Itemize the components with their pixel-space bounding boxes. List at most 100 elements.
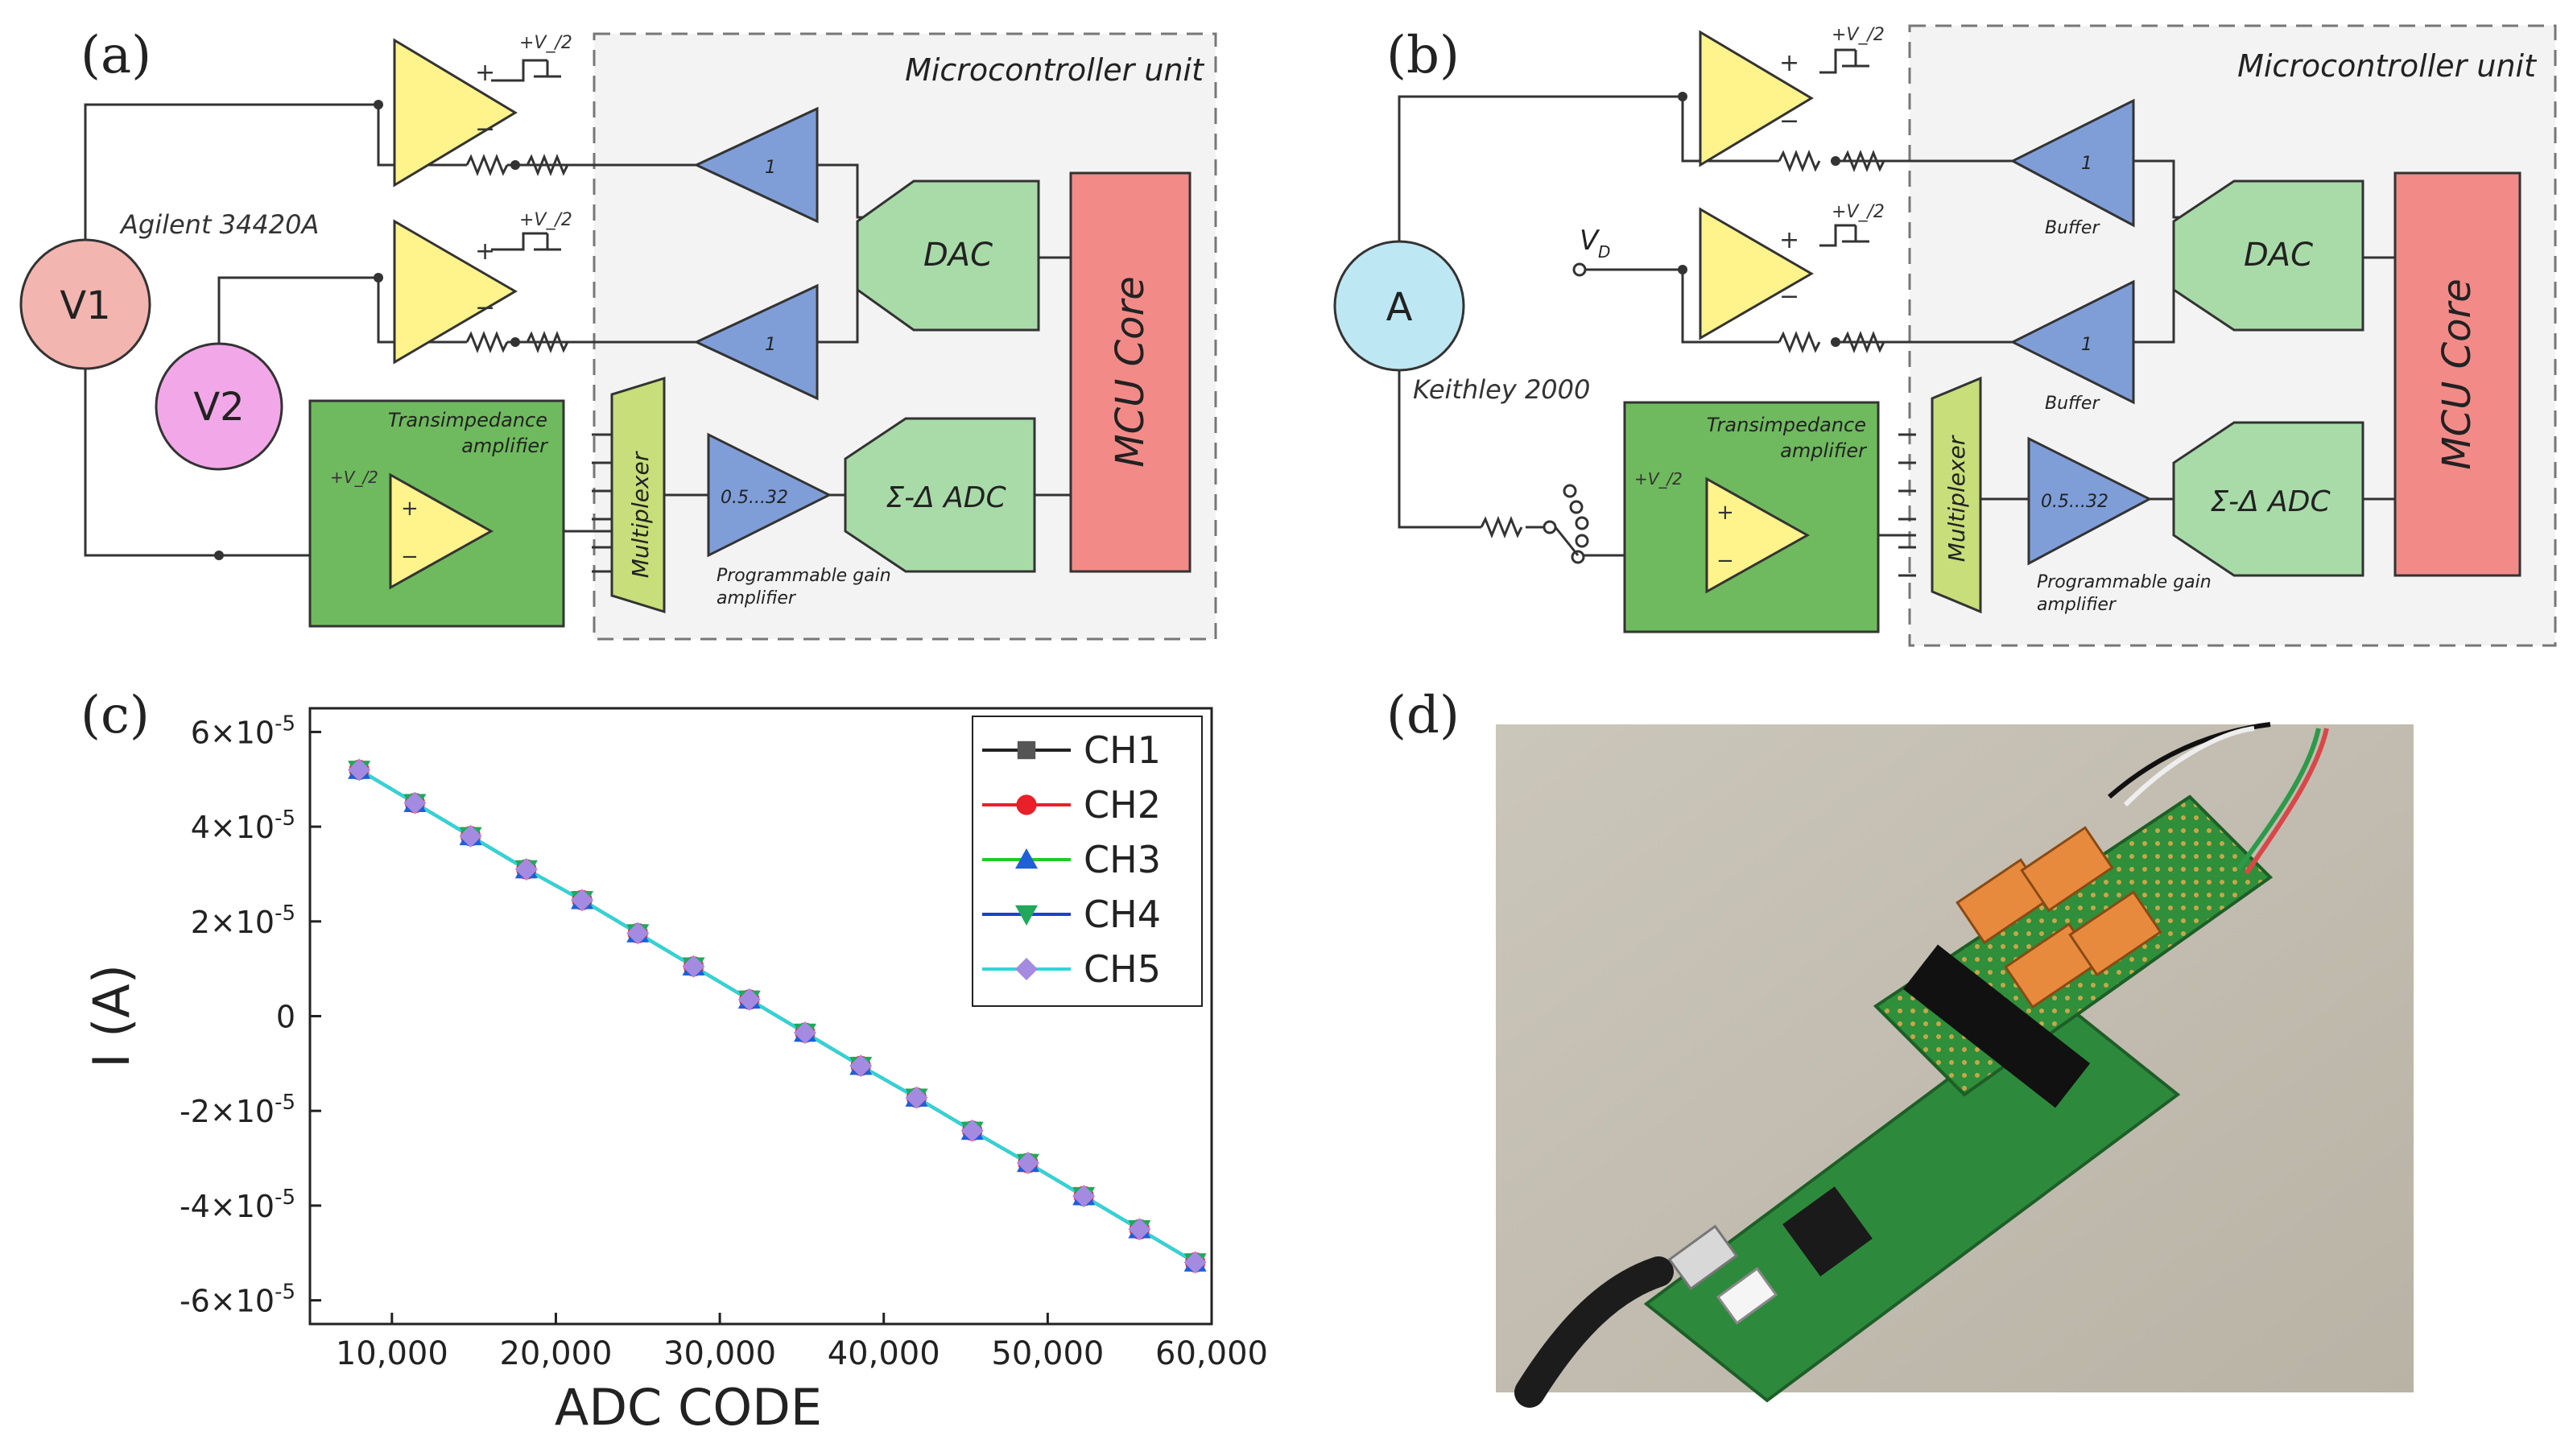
svg-text:DAC: DAC [923,237,993,274]
y-tick-label: 0 [276,1000,295,1035]
buffer-top-a: 1 [693,106,819,224]
legend-label: CH2 [1084,783,1161,827]
data-point-ch5 [1016,1151,1039,1174]
svg-text:Transimpedance: Transimpedance [1707,414,1866,436]
opamp-top-b: + − +V_/2 [1699,25,1885,167]
series-line-ch5 [358,768,1196,1264]
multiplexer-a: Multiplexer [610,376,666,614]
svg-text:V2: V2 [193,385,244,430]
multiplexer-b: Multiplexer [1931,376,1982,614]
svg-text:+: + [1779,226,1799,254]
x-tick-label: 60,000 [1155,1335,1268,1372]
legend-marker [1015,958,1038,980]
data-point-ch5 [348,758,371,782]
svg-text:V: V [1580,225,1600,257]
data-point-ch5 [960,1119,984,1142]
data-point-ch5 [737,988,761,1011]
svg-text:amplifier: amplifier [717,588,797,608]
y-tick-label: -2×10-5 [180,1091,295,1129]
buffer-bot-a: 1 [693,283,819,401]
legend-marker [1016,794,1037,815]
pga-b: 0.5...32 Programmable gain amplifier [2027,436,2212,615]
panel-a: (a) Microcontroller unit [19,26,1217,641]
ammeter-b: A [1333,240,1465,372]
svg-text:+V_/2: +V_/2 [1832,25,1885,45]
y-tick-label: -4×10-5 [180,1186,295,1224]
svg-text:Multiplexer: Multiplexer [1943,435,1970,562]
svg-text:MCU Core: MCU Core [2435,278,2480,469]
svg-text:−: − [1779,107,1799,135]
svg-text:Multiplexer: Multiplexer [627,451,654,578]
data-point-ch5 [514,858,538,881]
x-tick-label: 50,000 [991,1335,1104,1372]
data-point-ch5 [1072,1185,1096,1208]
adc-b: Σ-Δ ADC [2172,421,2364,577]
svg-text:0.5...32: 0.5...32 [2041,492,2108,512]
panel-b: (b) Microcontroller unit [1333,24,2557,647]
svg-text:Σ-Δ ADC: Σ-Δ ADC [2210,485,2331,518]
data-point-ch5 [626,922,650,945]
svg-text:−: − [1779,283,1799,311]
mcu-title-a: Microcontroller unit [905,52,1205,88]
opamp-mid-a: + − +V_/2 [393,210,572,365]
svg-text:−: − [475,294,495,322]
svg-text:MCU Core: MCU Core [1108,276,1153,467]
y-tick-label: -6×10-5 [180,1281,295,1319]
tia-box-a: Transimpedance amplifier + − +V_/2 [308,399,565,628]
y-tick-label: 6×10-5 [191,712,295,750]
x-tick-label: 40,000 [828,1335,940,1372]
svg-text:0.5...32: 0.5...32 [721,488,788,508]
vd-terminal: V D [1572,225,1610,277]
svg-text:−: − [1716,549,1734,573]
mcu-title-b: Microcontroller unit [2237,48,2538,84]
adc-a: Σ-Δ ADC [844,417,1036,573]
y-tick-label: 2×10-5 [191,901,295,940]
svg-text:+: + [475,59,495,87]
data-point-ch5 [682,955,705,978]
svg-text:V1: V1 [60,283,110,328]
data-point-ch5 [1128,1218,1151,1241]
x-tick-label: 10,000 [336,1335,448,1372]
svg-text:Programmable gain: Programmable gain [717,566,891,586]
svg-text:+: + [401,497,419,521]
panel-d: (d) [1386,686,2414,1408]
svg-text:1: 1 [2081,335,2092,355]
legend-marker [1017,740,1036,760]
source-v2: V2 [155,342,283,471]
x-axis-label: ADC CODE [555,1378,822,1437]
vplus-label-a1: +V_/2 [519,33,572,53]
meter-label-b: Keithley 2000 [1413,374,1590,405]
opamp-top-a: + − +V_/2 [393,33,572,188]
legend-label: CH3 [1084,838,1161,881]
svg-text:D: D [1598,242,1610,262]
svg-text:Buffer: Buffer [2045,218,2100,238]
selector-switch-b [1543,484,1589,564]
mcu-core-a: MCU Core [1069,171,1192,573]
data-point-ch5 [571,889,594,912]
svg-text:1: 1 [765,158,776,178]
data-point-ch5 [849,1054,873,1078]
legend-label: CH4 [1084,893,1161,936]
dac-b: DAC [2172,179,2364,332]
buffer-top-b: 1 Buffer [2009,98,2135,238]
pga-a: 0.5...32 Programmable gain amplifier [707,432,891,608]
svg-text:+V_/2: +V_/2 [330,468,378,487]
data-point-ch5 [403,791,427,815]
data-point-ch5 [1183,1251,1207,1274]
tia-box-b: Transimpedance amplifier + − +V_/2 [1623,401,1880,633]
opamp-mid-b: + − +V_/2 [1699,202,1885,340]
svg-text:amplifier: amplifier [461,435,549,457]
x-tick-label: 30,000 [663,1335,776,1372]
data-point-ch5 [459,824,482,848]
svg-text:1: 1 [2081,154,2092,174]
y-axis-label: I (A) [82,964,141,1068]
meter-label-a: Agilent 34420A [119,209,319,240]
svg-text:Transimpedance: Transimpedance [388,409,547,431]
y-tick-label: 4×10-5 [191,806,295,845]
svg-text:−: − [401,545,419,569]
svg-text:DAC: DAC [2244,237,2313,274]
